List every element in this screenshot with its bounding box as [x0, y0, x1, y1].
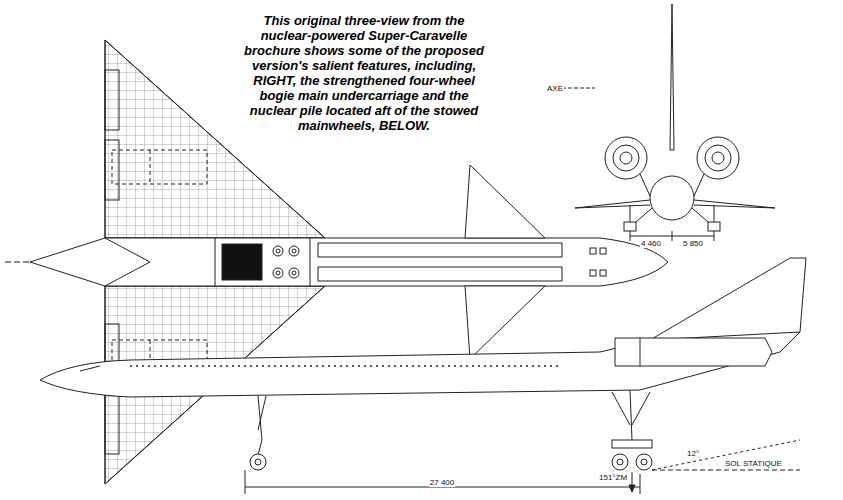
- dimension-label: 12°: [686, 449, 700, 458]
- dimension-label: 151°ZM: [598, 473, 628, 482]
- dimension-label: AXE: [546, 84, 564, 93]
- caption-text: This original three-view from the nuclea…: [238, 12, 490, 134]
- dimension-label: SOL STATIQUE: [724, 459, 783, 468]
- dimension-label: 27 400: [429, 478, 455, 487]
- dimension-label: 4 460: [640, 239, 662, 248]
- dimension-label: 5 850: [682, 239, 704, 248]
